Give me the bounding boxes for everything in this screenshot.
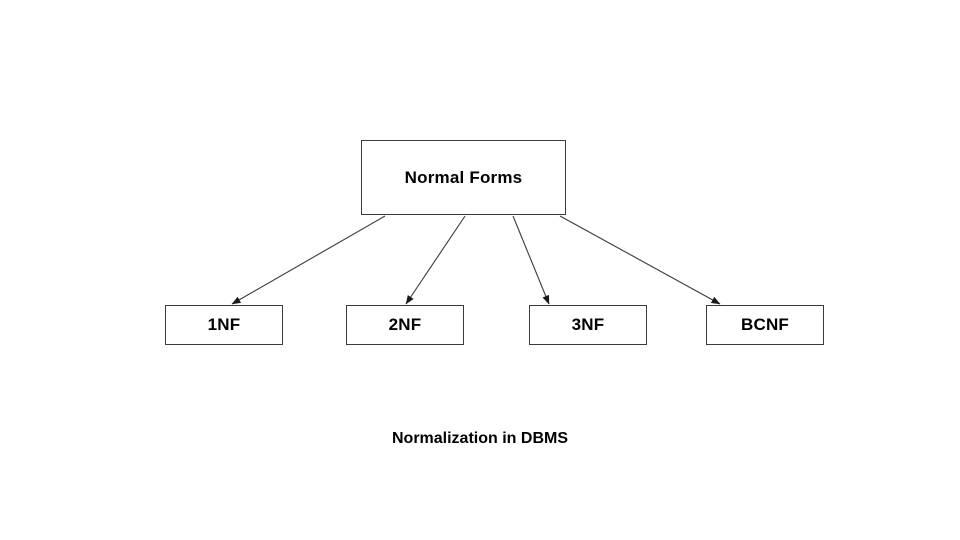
node-bcnf[interactable]: BCNF: [706, 305, 824, 345]
node-2nf[interactable]: 2NF: [346, 305, 464, 345]
node-3nf[interactable]: 3NF: [529, 305, 647, 345]
edge-root-to-1nf: [231, 215, 386, 305]
node-2nf-label: 2NF: [388, 315, 422, 334]
node-normal-forms-label: Normal Forms: [404, 167, 523, 187]
edge-root-to-3nf: [512, 215, 550, 305]
edge-root-to-bcnf: [559, 215, 721, 305]
node-normal-forms[interactable]: Normal Forms: [361, 140, 566, 215]
node-1nf[interactable]: 1NF: [165, 305, 283, 345]
node-1nf-label: 1NF: [207, 315, 241, 334]
diagram-caption: Normalization in DBMS: [391, 430, 568, 447]
node-3nf-label: 3NF: [571, 315, 605, 334]
node-bcnf-label: BCNF: [740, 315, 789, 334]
edge-root-to-2nf: [405, 215, 466, 305]
